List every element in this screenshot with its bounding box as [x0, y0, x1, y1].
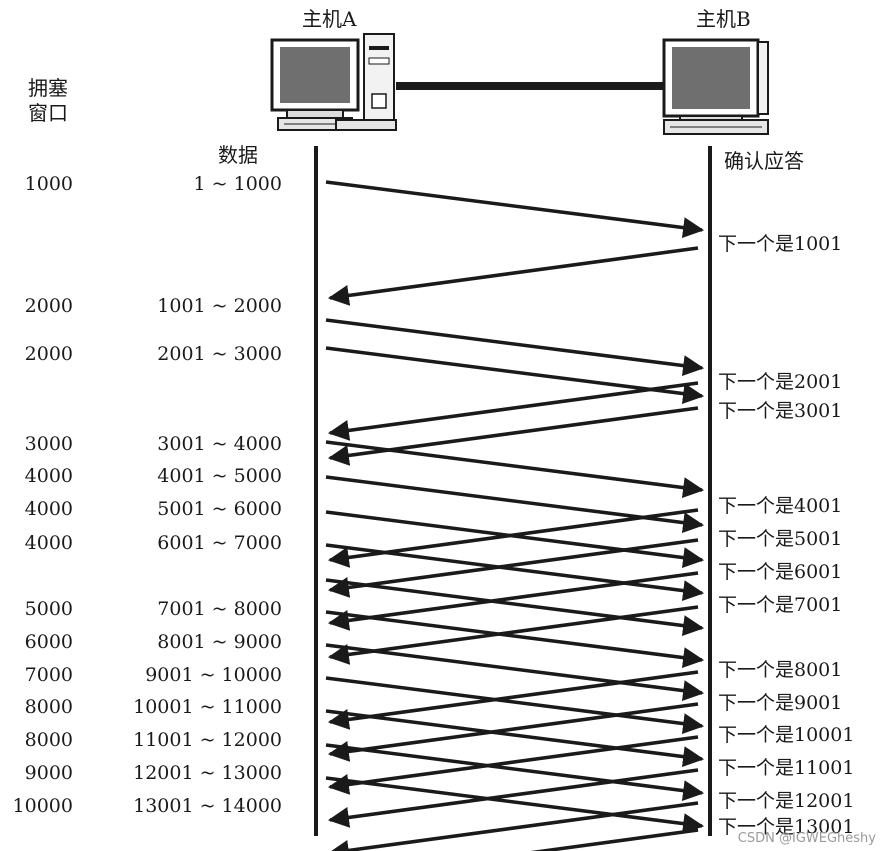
data-segment-arrow	[326, 320, 702, 368]
ack-header: 确认应答	[724, 149, 804, 173]
data-range: 7001 ~ 8000	[157, 598, 282, 620]
window-value: 4000	[25, 465, 73, 487]
window-value: 1000	[25, 173, 73, 195]
data-range: 3001 ~ 4000	[157, 433, 282, 455]
window-value: 3000	[25, 433, 73, 455]
window-value: 4000	[25, 498, 73, 520]
ack-label: 下一个是9001	[718, 692, 842, 714]
data-segment-arrow	[326, 182, 702, 230]
ack-arrow	[330, 803, 698, 851]
data-range: 1001 ~ 2000	[157, 295, 282, 317]
ack-label: 下一个是1001	[718, 233, 842, 255]
data-range: 9001 ~ 10000	[145, 664, 282, 686]
ack-label: 下一个是3001	[718, 400, 842, 422]
network-cable	[396, 82, 664, 90]
data-range: 8001 ~ 9000	[157, 631, 282, 653]
ack-arrow	[330, 830, 698, 851]
ack-label: 下一个是8001	[718, 659, 842, 681]
window-value: 8000	[25, 729, 73, 751]
window-value: 7000	[25, 664, 73, 686]
data-range: 4001 ~ 5000	[157, 465, 282, 487]
host-a-computer-icon	[272, 34, 396, 130]
window-value: 9000	[25, 762, 73, 784]
data-range: 11001 ~ 12000	[133, 729, 282, 751]
host-b-computer-icon	[664, 40, 768, 134]
ack-arrow	[330, 248, 698, 298]
data-range: 6001 ~ 7000	[157, 532, 282, 554]
window-value: 4000	[25, 532, 73, 554]
ack-label: 下一个是7001	[718, 594, 842, 616]
window-value: 8000	[25, 696, 73, 718]
ack-label: 下一个是11001	[718, 757, 854, 779]
ack-label: 下一个是5001	[718, 528, 842, 550]
ack-label: 下一个是12001	[718, 790, 854, 812]
ack-label: 下一个是4001	[718, 495, 842, 517]
ack-arrow	[330, 737, 698, 787]
data-range: 2001 ~ 3000	[157, 343, 282, 365]
data-range: 10001 ~ 11000	[133, 696, 282, 718]
ack-arrow	[330, 770, 698, 820]
window-header-line-2: 窗口	[28, 101, 68, 125]
ack-arrow	[330, 383, 698, 433]
data-header: 数据	[218, 143, 258, 167]
host-a-label: 主机A	[302, 7, 357, 31]
ack-arrow	[330, 672, 698, 722]
window-value: 6000	[25, 631, 73, 653]
window-header-line-1: 拥塞	[28, 76, 68, 100]
ack-arrow	[330, 704, 698, 754]
ack-arrow	[330, 540, 698, 590]
data-range: 12001 ~ 13000	[133, 762, 282, 784]
ack-label: 下一个是2001	[718, 371, 842, 393]
window-value: 2000	[25, 343, 73, 365]
ack-label: 下一个是6001	[718, 561, 842, 583]
watermark: CSDN @IGWEGheshy	[738, 831, 876, 846]
host-b-label: 主机B	[696, 7, 751, 31]
ack-label: 下一个是10001	[718, 724, 854, 746]
window-value: 10000	[13, 795, 73, 817]
data-range: 1 ~ 1000	[194, 173, 282, 195]
window-value: 2000	[25, 295, 73, 317]
data-range: 13001 ~ 14000	[133, 795, 282, 817]
data-range: 5001 ~ 6000	[157, 498, 282, 520]
window-value: 5000	[25, 598, 73, 620]
ack-arrow	[330, 408, 698, 458]
